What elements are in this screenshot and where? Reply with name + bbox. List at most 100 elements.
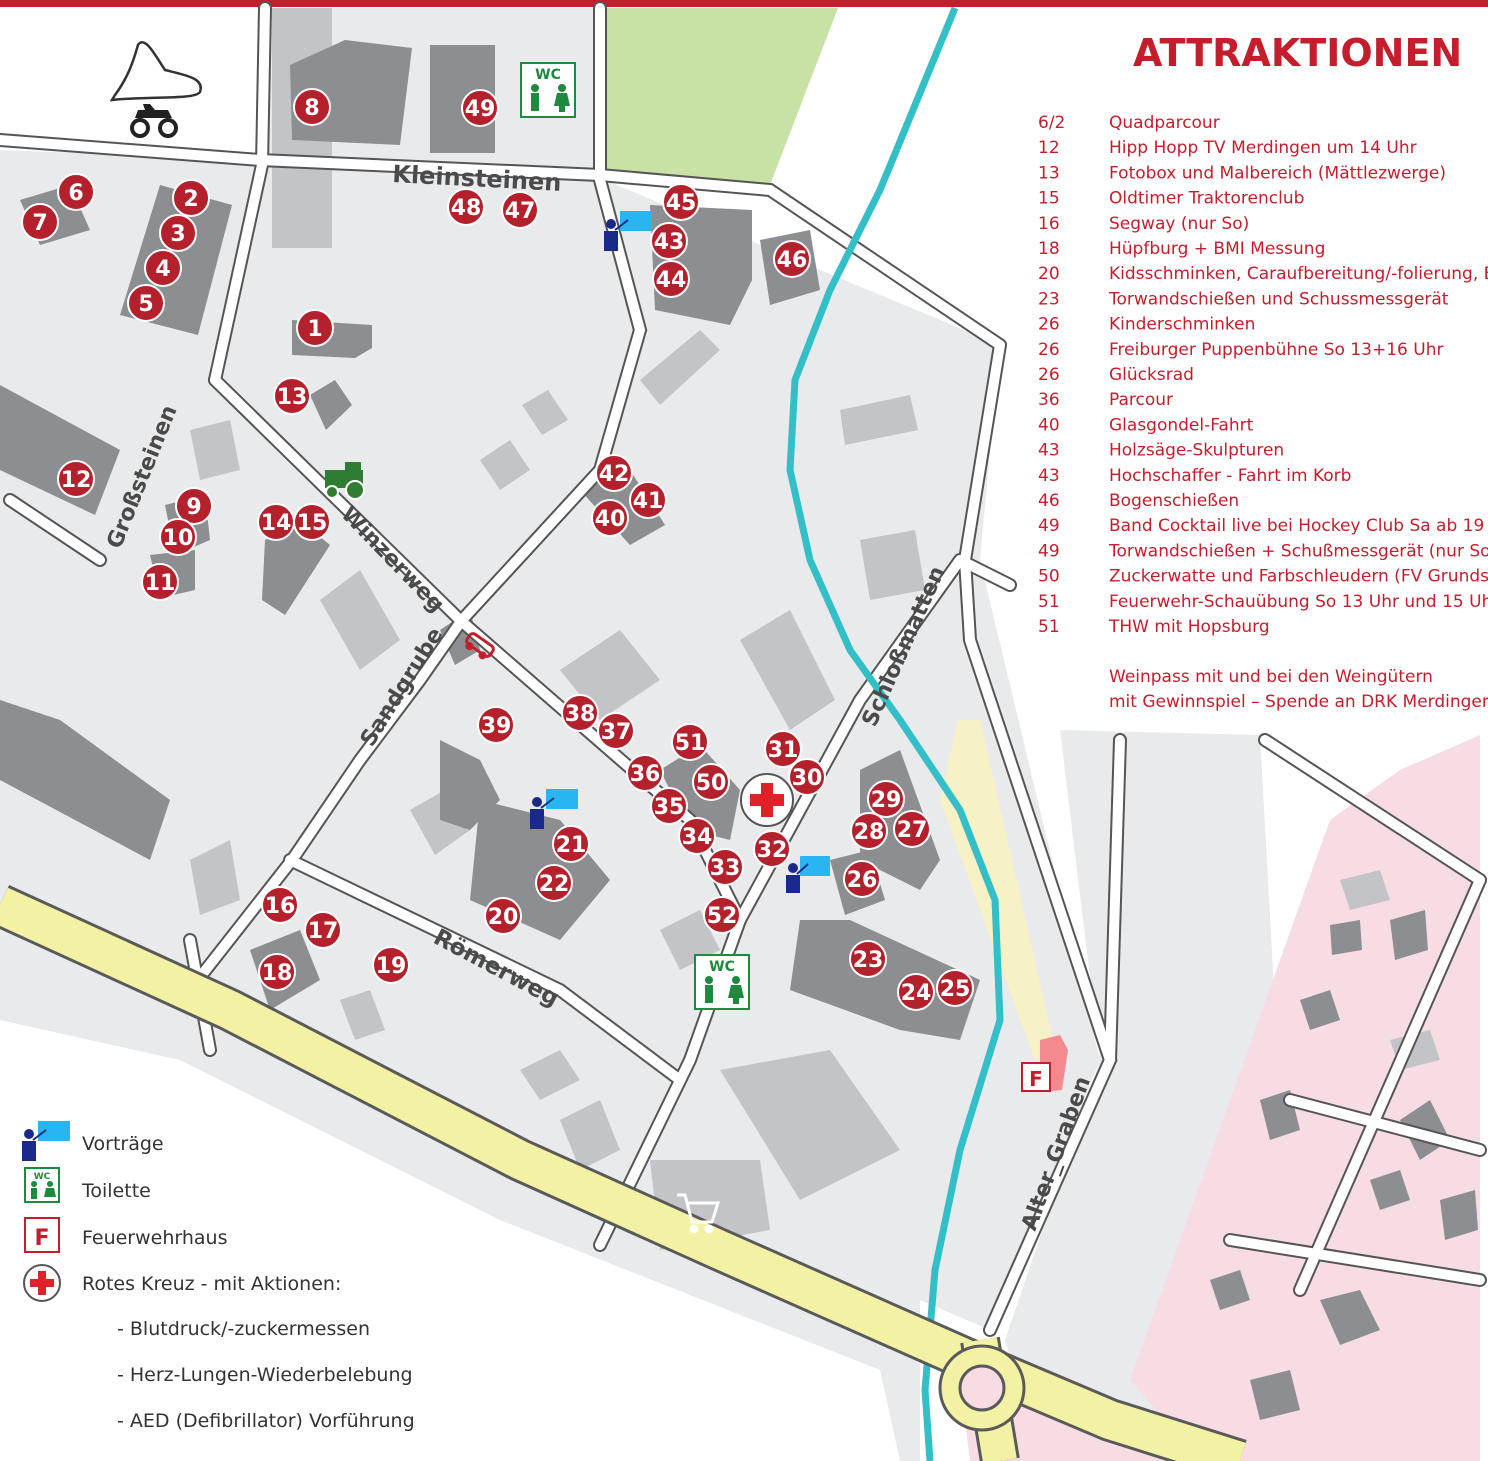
attraction-number: 18 (1038, 239, 1060, 259)
legend-toilet: Toilette (81, 1180, 151, 1202)
marker-circle (293, 503, 331, 541)
map-marker-33[interactable]: 33 (706, 848, 744, 886)
map-marker-10[interactable]: 10 (159, 518, 197, 556)
map-marker-25[interactable]: 25 (936, 969, 974, 1007)
yellow-field (940, 720, 1055, 1060)
map-marker-1[interactable]: 1 (296, 309, 334, 347)
marker-circle (447, 188, 485, 226)
map-marker-41[interactable]: 41 (629, 481, 667, 519)
marker-circle (293, 88, 331, 126)
map-marker-15[interactable]: 15 (293, 503, 331, 541)
marker-number: 35 (654, 795, 685, 820)
map-marker-45[interactable]: 45 (662, 183, 700, 221)
map-marker-19[interactable]: 19 (372, 946, 410, 984)
map-marker-46[interactable]: 46 (773, 240, 811, 278)
map-marker-17[interactable]: 17 (304, 911, 342, 949)
attraction-number: 43 (1038, 441, 1060, 461)
marker-circle (175, 487, 213, 525)
map-marker-36[interactable]: 36 (626, 754, 664, 792)
map-marker-23[interactable]: 23 (849, 940, 887, 978)
marker-number: 34 (682, 825, 713, 850)
marker-number: 36 (630, 762, 661, 787)
attraction-number: 6/2 (1038, 113, 1065, 133)
marker-number: 48 (451, 196, 482, 221)
map-marker-13[interactable]: 13 (273, 377, 311, 415)
map-marker-20[interactable]: 20 (484, 897, 522, 935)
map-marker-3[interactable]: 3 (159, 214, 197, 252)
map-marker-39[interactable]: 39 (477, 706, 515, 744)
map-marker-14[interactable]: 14 (257, 503, 295, 541)
map-marker-22[interactable]: 22 (535, 864, 573, 902)
map-marker-35[interactable]: 35 (650, 787, 688, 825)
attractions-note-line1: Weinpass mit und bei den Weingütern (1109, 667, 1433, 687)
shopping-cart-icon (677, 1193, 721, 1234)
map-marker-27[interactable]: 27 (893, 810, 931, 848)
map-marker-43[interactable]: 43 (650, 222, 688, 260)
map-marker-6[interactable]: 6 (57, 173, 95, 211)
map-marker-21[interactable]: 21 (552, 825, 590, 863)
map-marker-38[interactable]: 38 (561, 694, 599, 732)
map-marker-40[interactable]: 40 (591, 499, 629, 537)
marker-number: 14 (261, 511, 292, 536)
map-marker-49[interactable]: 49 (461, 89, 499, 127)
legend-fire-station: Feuerwehrhaus (82, 1227, 228, 1249)
map-marker-50[interactable]: 50 (692, 763, 730, 801)
toilet-icon: WC (694, 954, 750, 1010)
map-marker-2[interactable]: 2 (172, 179, 210, 217)
map-marker-48[interactable]: 48 (447, 188, 485, 226)
map-marker-34[interactable]: 34 (678, 817, 716, 855)
lecture-icon (604, 211, 652, 251)
map-marker-42[interactable]: 42 (595, 454, 633, 492)
map-marker-37[interactable]: 37 (597, 712, 635, 750)
attraction-label: Oldtimer Traktorenclub (1109, 189, 1304, 209)
marker-circle (650, 787, 688, 825)
attraction-label: Kinderschminken (1109, 315, 1255, 335)
map-marker-9[interactable]: 9 (175, 487, 213, 525)
marker-number: 31 (768, 738, 799, 763)
marker-number: 46 (777, 248, 808, 273)
map-marker-32[interactable]: 32 (753, 830, 791, 868)
map-marker-11[interactable]: 11 (141, 563, 179, 601)
attraction-number: 16 (1038, 214, 1060, 234)
map-marker-29[interactable]: 29 (867, 780, 905, 818)
marker-number: 49 (465, 97, 496, 122)
map-marker-8[interactable]: 8 (293, 88, 331, 126)
attraction-number: 26 (1038, 365, 1060, 385)
marker-number: 33 (710, 856, 741, 881)
legend-action: - AED (Defibrillator) Vorführung (117, 1410, 415, 1432)
marker-circle (843, 860, 881, 898)
map-marker-51[interactable]: 51 (671, 723, 709, 761)
marker-circle (764, 730, 802, 768)
attraction-number: 51 (1038, 617, 1060, 637)
map-marker-16[interactable]: 16 (261, 886, 299, 924)
attraction-label: Kidsschminken, Caraufbereitung/-folierun… (1109, 264, 1488, 284)
legend-red-cross: Rotes Kreuz - mit Aktionen: (82, 1273, 341, 1295)
map-marker-52[interactable]: 52 (703, 896, 741, 934)
marker-circle (650, 222, 688, 260)
map-marker-28[interactable]: 28 (850, 812, 888, 850)
map-marker-4[interactable]: 4 (144, 249, 182, 287)
map-marker-18[interactable]: 18 (258, 953, 296, 991)
marker-circle (159, 518, 197, 556)
marker-number: 16 (265, 894, 296, 919)
map-marker-30[interactable]: 30 (788, 758, 826, 796)
map-marker-7[interactable]: 7 (21, 203, 59, 241)
map-marker-31[interactable]: 31 (764, 730, 802, 768)
map-marker-44[interactable]: 44 (652, 260, 690, 298)
attraction-label: Freiburger Puppenbühne So 13+16 Uhr (1109, 340, 1443, 360)
map-marker-26[interactable]: 26 (843, 860, 881, 898)
marker-circle (57, 460, 95, 498)
attraction-number: 36 (1038, 390, 1060, 410)
marker-number: 45 (666, 191, 697, 216)
map-marker-24[interactable]: 24 (897, 973, 935, 1011)
map-marker-12[interactable]: 12 (57, 460, 95, 498)
quad-area-shape (109, 41, 202, 102)
map-marker-47[interactable]: 47 (501, 191, 539, 229)
map-marker-5[interactable]: 5 (127, 284, 165, 322)
